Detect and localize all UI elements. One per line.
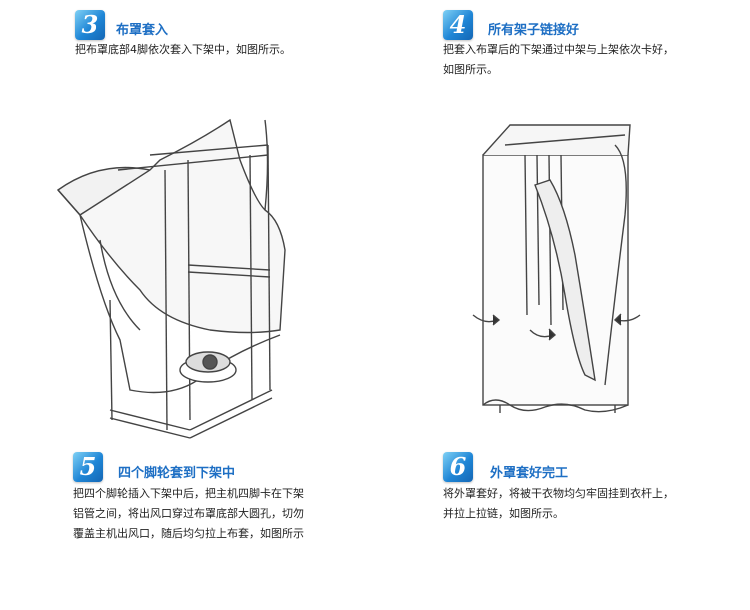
step-title: 所有架子链接好 — [488, 23, 580, 38]
step-title: 外罩套好完工 — [490, 466, 569, 481]
step-number-badge: 3 — [75, 10, 105, 40]
step-4: 4 所有架子链接好 把套入布罩后的下架通过中架与上架依次卡好， 如图所示。 — [0, 0, 750, 80]
step-5: 5 四个脚轮套到下架中 把四个脚轮插入下架中后，把主机四脚卡在下架 铝管之间，将… — [0, 440, 375, 550]
step-title: 布罩套入 — [116, 23, 169, 38]
description-line: 把布罩底部4脚依次套入下架中，如图所示。 — [75, 43, 291, 56]
description-line: 将外罩套好，将被干衣物均匀牢固挂到衣杆上， — [443, 487, 674, 500]
description-line: 覆盖主机出风口，随后均匀拉上布套，如图所示 — [73, 527, 304, 540]
step-3-illustration — [56, 118, 286, 439]
description-line: 把四个脚轮插入下架中后，把主机四脚卡在下架 — [73, 487, 304, 500]
description-line: 并拉上拉链，如图所示。 — [443, 507, 564, 520]
step-description: 把套入布罩后的下架通过中架与上架依次卡好， 如图所示。 — [443, 40, 743, 80]
step-number-badge: 4 — [443, 10, 473, 40]
step-title: 四个脚轮套到下架中 — [118, 466, 236, 481]
step-description: 把四个脚轮插入下架中后，把主机四脚卡在下架 铝管之间，将出风口穿过布罩底部大圆孔… — [73, 484, 373, 544]
step-description: 将外罩套好，将被干衣物均匀牢固挂到衣杆上， 并拉上拉链，如图所示。 — [443, 484, 743, 524]
step-6: 6 外罩套好完工 将外罩套好，将被干衣物均匀牢固挂到衣杆上， 并拉上拉链，如图所… — [0, 440, 750, 550]
description-line: 把套入布罩后的下架通过中架与上架依次卡好， — [443, 43, 674, 56]
step-number-badge: 6 — [443, 452, 473, 482]
description-line: 如图所示。 — [443, 63, 498, 76]
step-number-badge: 5 — [73, 452, 103, 482]
step-description: 把布罩底部4脚依次套入下架中，如图所示。 — [75, 40, 365, 60]
step-3: 3 布罩套入 把布罩底部4脚依次套入下架中，如图所示。 — [0, 0, 375, 60]
description-line: 铝管之间，将出风口穿过布罩底部大圆孔，切勿 — [73, 507, 304, 520]
step-4-illustration — [472, 124, 641, 413]
